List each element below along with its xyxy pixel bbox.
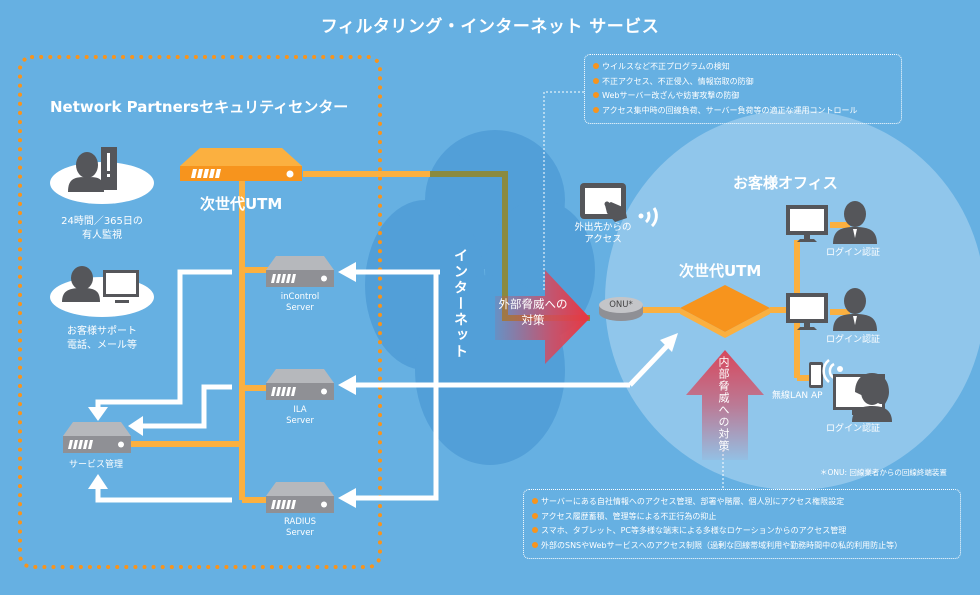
support-label: お客様サポート 電話、メール等 bbox=[67, 325, 137, 353]
internal-threat-label: 内部脅威への対策 bbox=[717, 356, 730, 452]
internal-flow-lines bbox=[95, 269, 232, 503]
radius-server-label-line2: Server bbox=[286, 528, 314, 538]
service-management-label: サービス管理 bbox=[68, 460, 124, 470]
login-label-1: ログイン認証 bbox=[826, 248, 881, 258]
office-user-3-icon bbox=[852, 373, 892, 422]
bullet-icon bbox=[532, 498, 538, 504]
wireless-ap-label: 無線LAN AP bbox=[772, 391, 823, 401]
remote-access-label: 外出先からの アクセス bbox=[574, 222, 631, 246]
inbound-flow-lines bbox=[350, 269, 630, 501]
incontrol-server-label-line2: Server bbox=[286, 303, 314, 313]
outbound-arrowhead bbox=[660, 333, 678, 352]
service-management-server-icon bbox=[63, 422, 131, 453]
page-title: フィルタリング・インターネット サービス bbox=[320, 17, 660, 37]
security-center-border bbox=[18, 55, 382, 569]
ila-server-label: ILA Server bbox=[286, 405, 314, 427]
radius-server-icon bbox=[266, 482, 334, 513]
remote-access-label-line1: 外出先からの bbox=[574, 222, 632, 233]
internal-measure-item: 外部のSNSやWebサービスへのアクセス制限（過剰な回線帯域利用や勤務時間中の私… bbox=[532, 539, 952, 554]
monitoring-label-line1: 24時間／365日の bbox=[61, 216, 143, 227]
external-threat-arrow bbox=[495, 270, 590, 364]
external-threat-label: 外部脅威への 対策 bbox=[499, 296, 568, 328]
onu-label: ONU* bbox=[609, 300, 633, 310]
remote-tablet-icon bbox=[580, 183, 627, 222]
login-label-3: ログイン認証 bbox=[826, 424, 881, 434]
support-label-line1: お客様サポート bbox=[67, 326, 137, 337]
outbound-flow-line bbox=[628, 343, 670, 387]
center-utm-appliance bbox=[180, 148, 302, 181]
internal-measure-text: アクセス履歴蓄積、管理等による不正行為の抑止 bbox=[541, 511, 717, 521]
external-measures-connector bbox=[543, 91, 584, 290]
wireless-ap-icon bbox=[809, 359, 843, 388]
wifi-signal-icon bbox=[638, 207, 658, 228]
center-network-lines bbox=[129, 171, 430, 503]
internal-measure-text: サーバーにある自社情報へのアクセス管理、部署や階層、個人別にアクセス権限設定 bbox=[541, 497, 845, 506]
incontrol-server-label-line1: inControl bbox=[280, 292, 320, 302]
internal-measure-item: サーバーにある自社情報へのアクセス管理、部署や階層、個人別にアクセス権限設定 bbox=[532, 495, 952, 510]
incontrol-server-icon bbox=[266, 256, 334, 287]
bullet-icon bbox=[532, 527, 538, 533]
internal-arrowheads bbox=[88, 407, 143, 489]
ila-server-icon bbox=[266, 369, 334, 400]
center-utm-label: 次世代UTM bbox=[200, 195, 283, 213]
bullet-icon bbox=[532, 512, 538, 519]
bullet-icon bbox=[593, 92, 599, 98]
radius-server-label: RADIUS Server bbox=[284, 517, 316, 539]
external-measure-text: Webサーバー改ざんや妨害攻撃の防御 bbox=[602, 91, 740, 100]
office-utm-appliance bbox=[680, 285, 770, 338]
external-measure-text: 不正アクセス、不正侵入、情報窃取の防御 bbox=[602, 76, 754, 86]
login-label-2: ログイン認証 bbox=[826, 335, 881, 345]
bullet-icon bbox=[593, 77, 599, 84]
internal-measure-text: スマホ、タブレット、PC等多様な端末による多様なロケーションからのアクセス管理 bbox=[541, 526, 847, 535]
external-measure-item: ウイルスなど不正プログラムの検知 bbox=[593, 60, 893, 75]
external-measures-box: ウイルスなど不正プログラムの検知 不正アクセス、不正侵入、情報窃取の防御 Web… bbox=[584, 54, 902, 124]
external-measure-text: ウイルスなど不正プログラムの検知 bbox=[602, 62, 730, 71]
bullet-icon bbox=[532, 541, 538, 548]
ila-server-label-line1: ILA bbox=[293, 405, 307, 415]
office-heading: お客様オフィス bbox=[733, 174, 838, 192]
external-measure-text: アクセス集中時の回線負荷、サーバー負荷等の適正な運用コントロール bbox=[602, 105, 858, 115]
support-operator-icon bbox=[50, 266, 154, 317]
external-measure-item: 不正アクセス、不正侵入、情報窃取の防御 bbox=[593, 75, 893, 90]
external-threat-label-line1: 外部脅威への bbox=[498, 297, 568, 311]
remote-access-label-line2: アクセス bbox=[584, 234, 622, 245]
onu-device-icon bbox=[599, 297, 643, 321]
onu-footnote: ＊ONU: 回線業者からの回線終端装置 bbox=[820, 468, 947, 477]
ila-server-label-line2: Server bbox=[286, 416, 314, 426]
inbound-arrowheads bbox=[338, 262, 356, 508]
incontrol-server-label: inControl Server bbox=[281, 292, 319, 314]
office-utm-label: 次世代UTM bbox=[679, 262, 762, 280]
bullet-icon bbox=[593, 63, 599, 69]
external-measure-item: Webサーバー改ざんや妨害攻撃の防御 bbox=[593, 89, 893, 104]
internal-threat-arrow bbox=[686, 350, 764, 460]
monitoring-label-line2: 有人監視 bbox=[82, 230, 122, 241]
internet-label: インターネット bbox=[452, 248, 468, 360]
internal-measure-text: 外部のSNSやWebサービスへのアクセス制限（過剰な回線帯域利用や勤務時間中の私… bbox=[541, 540, 903, 550]
bullet-icon bbox=[593, 106, 599, 113]
radius-server-label-line1: RADIUS bbox=[283, 517, 317, 527]
internal-measure-item: アクセス履歴蓄積、管理等による不正行為の抑止 bbox=[532, 510, 952, 525]
monitoring-icon bbox=[50, 147, 154, 204]
monitoring-label: 24時間／365日の 有人監視 bbox=[61, 215, 143, 243]
internal-measures-box: サーバーにある自社情報へのアクセス管理、部署や階層、個人別にアクセス権限設定 ア… bbox=[523, 489, 961, 559]
internal-measure-item: スマホ、タブレット、PC等多様な端末による多様なロケーションからのアクセス管理 bbox=[532, 524, 952, 539]
security-center-heading: Network Partnersセキュリティセンター bbox=[50, 98, 349, 116]
external-threat-label-line2: 対策 bbox=[521, 313, 545, 327]
external-measure-item: アクセス集中時の回線負荷、サーバー負荷等の適正な運用コントロール bbox=[593, 104, 893, 119]
support-label-line2: 電話、メール等 bbox=[67, 340, 137, 351]
